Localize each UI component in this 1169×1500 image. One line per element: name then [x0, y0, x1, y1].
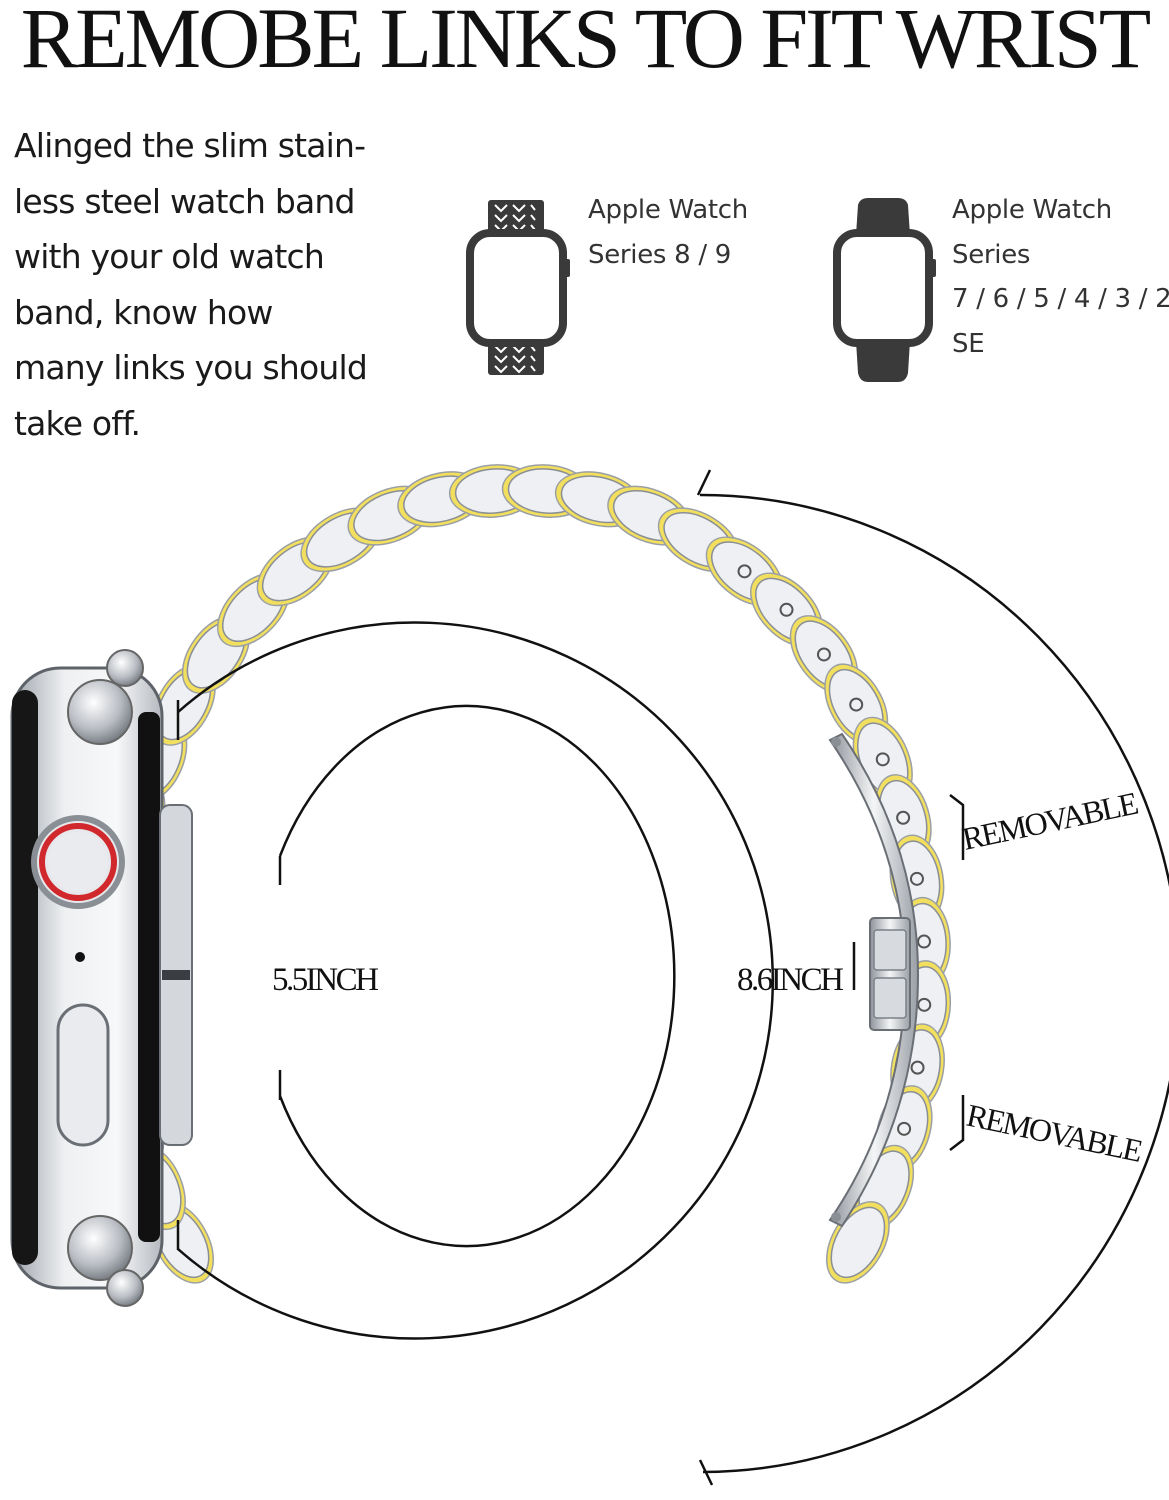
link-pin-hole — [816, 647, 831, 662]
removable-arc-tick — [696, 469, 712, 496]
watch-case — [10, 666, 193, 1290]
description-line: with your old watch — [14, 237, 325, 276]
braided-band-watch-icon — [462, 195, 577, 385]
watch-label-line: Apple Watch — [952, 195, 1112, 225]
watch-label-line: Series 8 / 9 — [588, 239, 731, 270]
description-line: Alinged the slim stain- — [14, 126, 366, 165]
watch-label-line: SE — [952, 328, 985, 359]
description: Alinged the slim stain- less steel watch… — [14, 118, 394, 451]
removable-arc — [699, 493, 1169, 1474]
watch-label-line: 7 / 6 / 5 / 4 / 3 / 2 — [952, 284, 1169, 314]
removable-arc-tick — [698, 1459, 714, 1486]
watch-label-series-8-9: Apple Watch Series 8 / 9 — [588, 188, 748, 277]
link-pin-hole — [896, 810, 911, 825]
outer-size-arc — [177, 621, 774, 1340]
link-pin-hole — [917, 934, 932, 949]
link-pin-hole — [849, 697, 864, 712]
band-diagram: 5.5INCH 8.6INCH REMOVABLE REMOVABLE — [10, 464, 1169, 1486]
lug-top — [67, 649, 144, 745]
removable-top-label: REMOVABLE — [959, 785, 1140, 857]
inner-dimension-label: 5.5INCH — [272, 962, 378, 998]
outer-dimension-label: 8.6INCH — [737, 962, 843, 998]
link-pin-hole — [909, 871, 924, 886]
inner-size-arc — [278, 704, 676, 1248]
band-link-silver — [830, 1206, 886, 1279]
description-line: many links you should — [14, 348, 368, 387]
description-line: less steel watch band — [14, 181, 355, 221]
removable-top-callout — [949, 794, 965, 860]
lug-bottom — [67, 1215, 144, 1307]
link-pin-hole — [910, 1060, 925, 1075]
description-line: band, know how — [14, 292, 273, 332]
description-line: take off. — [14, 403, 141, 443]
removable-bottom-callout — [949, 1095, 965, 1151]
link-pin-hole — [897, 1121, 912, 1136]
butterfly-clasp — [828, 732, 920, 1228]
watch-label-line: Series — [952, 239, 1031, 270]
page-title: REMOBE LINKS TO FIT WRIST — [20, 0, 1152, 86]
watch-label-series-7-se: Apple Watch Series 7 / 6 / 5 / 4 / 3 / 2… — [952, 188, 1169, 366]
link-pin-hole — [875, 752, 890, 767]
link-pin-hole — [917, 997, 932, 1012]
link-pin-hole — [779, 602, 794, 617]
link-pin-hole — [737, 564, 752, 579]
sport-band-watch-icon — [828, 195, 943, 390]
removable-bottom-label: REMOVABLE — [964, 1097, 1145, 1169]
band-links — [88, 464, 952, 1284]
watch-label-line: Apple Watch — [588, 195, 748, 225]
